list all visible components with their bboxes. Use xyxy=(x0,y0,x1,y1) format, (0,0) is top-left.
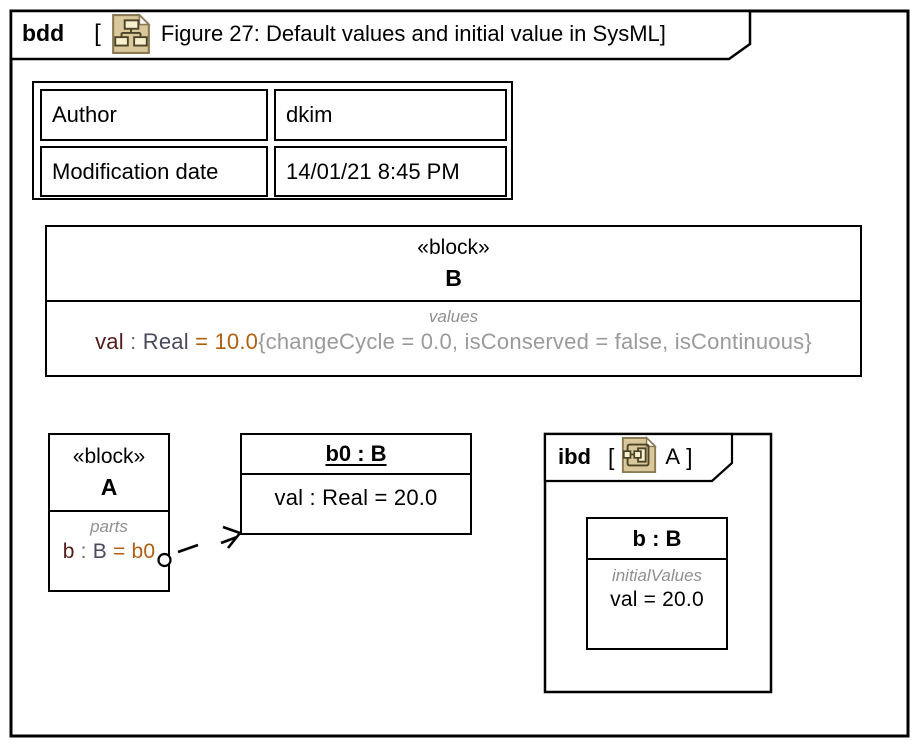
connector-open-arrowhead xyxy=(222,525,243,549)
instance-b0[interactable]: b0 : B val : Real = 20.0 xyxy=(240,433,472,535)
property-constraint: {changeCycle = 0.0, isConserved = false,… xyxy=(258,329,812,354)
part-b-name: b : B xyxy=(632,525,682,551)
property-type: B xyxy=(92,540,107,563)
property-equals: = xyxy=(188,329,215,354)
block-b-stereotype: «block» xyxy=(417,236,490,259)
block-b-value-property[interactable]: val : Real = 10.0{changeCycle = 0.0, isC… xyxy=(95,328,812,355)
property-colon: : xyxy=(74,540,93,563)
ibd-diagram-name: A xyxy=(665,444,681,469)
diagram-frame-tab[interactable]: bdd [ Figure 27: Default values and init… xyxy=(10,10,750,57)
info-table-label-modification-date[interactable]: Modification date xyxy=(40,146,268,197)
block-b-name: B xyxy=(445,265,462,291)
info-table-label-author[interactable]: Author xyxy=(40,89,268,141)
values-compartment-label: values xyxy=(428,307,479,326)
property-name: val xyxy=(95,329,124,354)
block-a-parts-compartment: parts b : B = b0 xyxy=(50,512,168,565)
connector-dashed-line xyxy=(177,535,238,554)
block-b[interactable]: «block» B values val : Real = 10.0{chang… xyxy=(45,225,862,377)
bdd-diagram-icon xyxy=(110,12,152,55)
block-b-values-compartment: values val : Real = 10.0{changeCycle = 0… xyxy=(47,302,860,355)
property-type: Real xyxy=(142,329,189,354)
ibd-frame-tab[interactable]: ibd [ A ] xyxy=(545,434,733,480)
property-name: b xyxy=(62,540,75,563)
diagram-info-table[interactable]: Author dkim Modification date 14/01/21 8… xyxy=(32,81,513,200)
instance-b0-header: b0 : B xyxy=(242,435,470,475)
info-table-value-modification-date[interactable]: 14/01/21 8:45 PM xyxy=(274,146,507,197)
ibd-diagram-icon xyxy=(620,435,658,479)
instance-b0-name: b0 : B xyxy=(325,441,387,466)
part-b-initial-value[interactable]: val = 20.0 xyxy=(610,588,704,611)
property-default-value: b0 xyxy=(131,540,156,563)
ibd-open-bracket: [ xyxy=(608,443,615,470)
instance-b0-slot[interactable]: val : Real = 20.0 xyxy=(274,485,438,510)
property-default-value: 10.0 xyxy=(214,329,259,354)
parts-compartment-label: parts xyxy=(90,517,128,536)
frame-kind-label: bdd xyxy=(22,20,65,46)
block-a[interactable]: «block» A parts b : B = b0 xyxy=(48,433,170,592)
property-equals: = xyxy=(106,540,132,563)
block-b-header: «block» B xyxy=(47,227,860,302)
info-table-value-author[interactable]: dkim xyxy=(274,89,507,141)
ibd-kind-label: ibd xyxy=(558,444,591,469)
part-b[interactable]: b : B initialValues val = 20.0 xyxy=(586,517,728,650)
block-a-header: «block» A xyxy=(50,435,168,512)
block-a-part-property[interactable]: b : B = b0 xyxy=(63,538,156,565)
frame-open-bracket: [ xyxy=(94,19,101,47)
diagram-title: Figure 27: Default values and initial va… xyxy=(160,20,666,46)
part-b-initialvalues-compartment: initialValues val = 20.0 xyxy=(588,560,726,612)
part-b-header: b : B xyxy=(588,519,726,560)
block-a-name: A xyxy=(100,474,118,500)
initialvalues-compartment-label: initialValues xyxy=(611,566,703,585)
ibd-close-bracket: ] xyxy=(686,443,693,470)
block-a-stereotype: «block» xyxy=(72,445,146,468)
instance-b0-slots-compartment: val : Real = 20.0 xyxy=(242,475,470,511)
property-colon: : xyxy=(123,329,143,354)
